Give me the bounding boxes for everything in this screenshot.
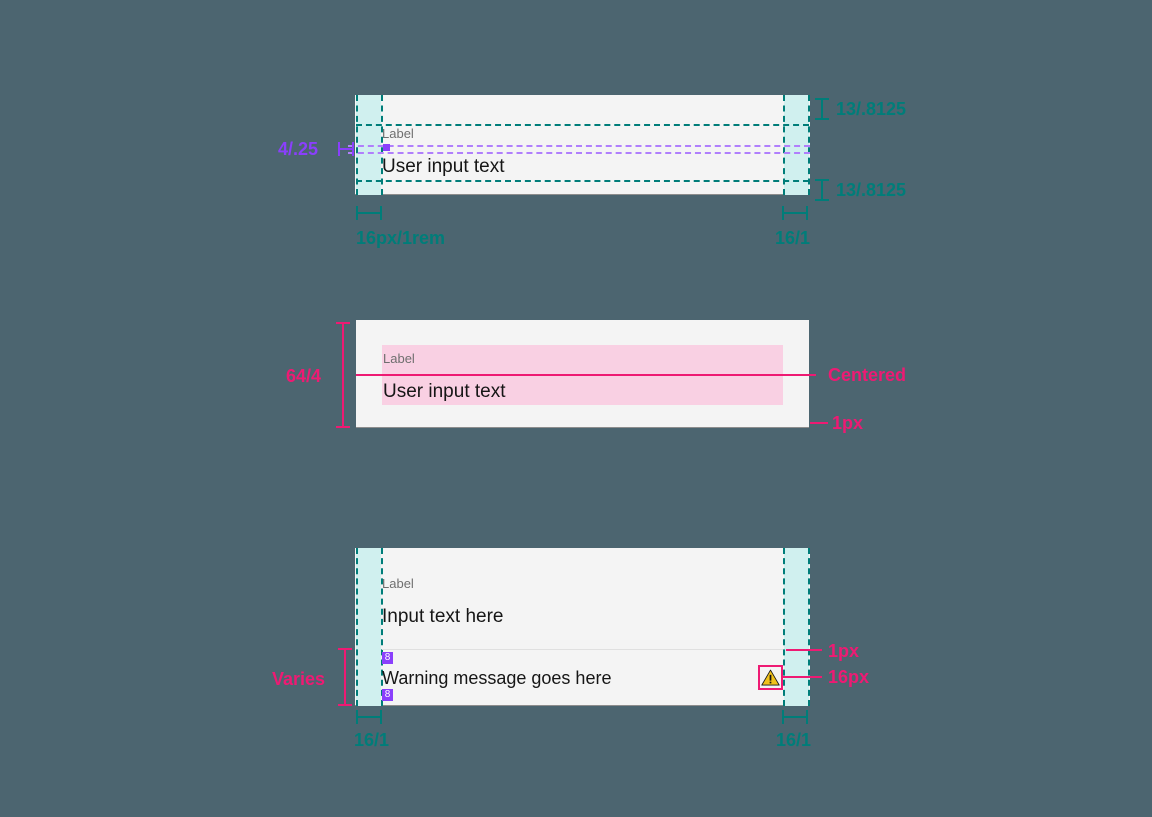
field-label: Label bbox=[382, 576, 414, 591]
varies-height-label: Varies bbox=[272, 669, 326, 689]
top-padding-label: 13/.8125 bbox=[836, 99, 907, 119]
left-padding-swatch bbox=[356, 548, 381, 706]
centered-note: Centered bbox=[828, 365, 907, 385]
icon-size-note: 16px bbox=[828, 667, 870, 687]
border-note: 1px bbox=[832, 413, 864, 433]
center-axis-line bbox=[356, 374, 816, 376]
spacing-badge-top: 8 bbox=[382, 652, 393, 664]
text-input-field[interactable] bbox=[355, 548, 810, 706]
left-padding-caliper bbox=[356, 710, 382, 724]
gap-measure-label: 4/.25 bbox=[278, 139, 319, 159]
right-padding-caliper bbox=[782, 710, 808, 724]
warning-triangle-icon bbox=[761, 668, 780, 687]
field-value: User input text bbox=[382, 156, 505, 177]
field-label: Label bbox=[383, 351, 415, 366]
field-value: Input text here bbox=[382, 606, 504, 627]
icon-size-leader-line bbox=[783, 676, 822, 678]
right-padding-swatch bbox=[784, 548, 809, 706]
left-padding-caliper bbox=[356, 206, 382, 220]
top-padding-caliper bbox=[815, 98, 829, 120]
divider-leader-line bbox=[786, 649, 822, 651]
bottom-padding-caliper bbox=[815, 179, 829, 201]
varies-height-caliper bbox=[338, 648, 352, 706]
warning-divider bbox=[382, 649, 783, 650]
warning-icon-bounds bbox=[758, 665, 783, 690]
height-caliper bbox=[336, 322, 350, 428]
warning-message: Warning message goes here bbox=[382, 668, 612, 688]
guide-gap-bottom bbox=[348, 152, 810, 154]
divider-note: 1px bbox=[828, 641, 860, 661]
guide-text-bottom bbox=[356, 180, 809, 182]
border-leader-line bbox=[810, 422, 828, 424]
guide-right-inner bbox=[783, 548, 785, 706]
guide-text-top bbox=[356, 124, 809, 126]
height-label: 64/4 bbox=[286, 366, 322, 386]
bottom-padding-label: 13/.8125 bbox=[836, 180, 907, 200]
guide-left-outer bbox=[356, 548, 358, 706]
right-padding-label: 16/1 bbox=[776, 730, 812, 750]
spacing-badge-bottom: 8 bbox=[382, 689, 393, 701]
right-padding-label: 16/1 bbox=[775, 228, 811, 248]
field-value: User input text bbox=[383, 381, 506, 402]
guide-gap-top bbox=[348, 145, 810, 147]
guide-left-inner bbox=[381, 548, 383, 706]
field-label: Label bbox=[382, 126, 414, 141]
left-padding-label: 16px/1rem bbox=[356, 228, 446, 248]
left-padding-label: 16/1 bbox=[354, 730, 390, 750]
gap-measure-caliper bbox=[338, 142, 354, 156]
guide-right-outer bbox=[808, 548, 810, 706]
right-padding-caliper bbox=[782, 206, 808, 220]
gap-marker-dot bbox=[383, 144, 390, 151]
